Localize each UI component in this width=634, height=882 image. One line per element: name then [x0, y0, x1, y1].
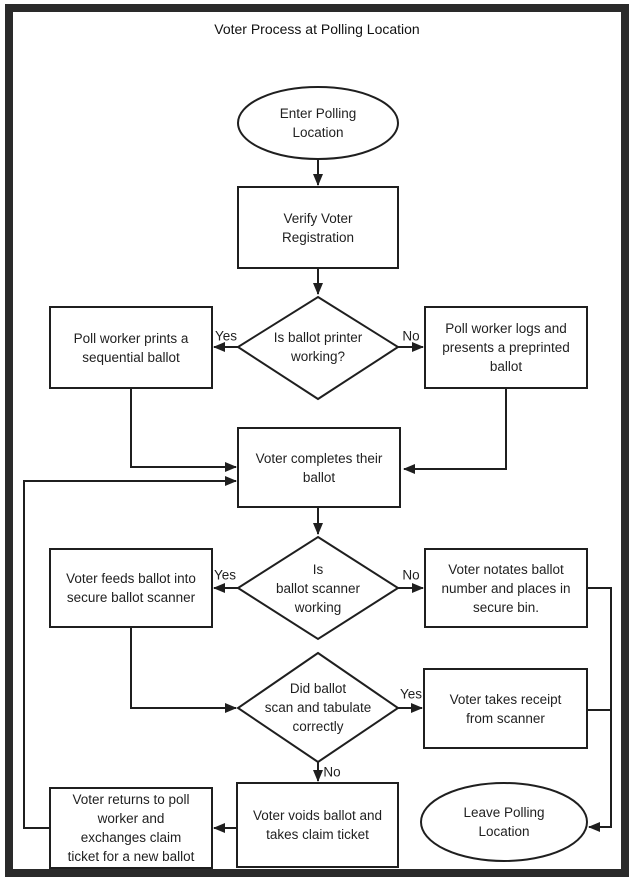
edge-label-printer-yes: Yes: [214, 328, 238, 344]
edge-label-scanner-no: No: [402, 567, 420, 583]
node-scan-correct-label: Did ballot scan and tabulate correctly: [264, 681, 372, 734]
edge-preprinted-complete: [403, 388, 507, 474]
node-return-poll-worker-label: Voter returns to poll worker and exchang…: [67, 792, 195, 864]
void-ballot-shape: [236, 782, 399, 868]
preprinted-ballot-shape: [424, 306, 588, 389]
feed-scanner-shape: [49, 548, 213, 628]
node-complete-ballot-label: Voter completes their ballot: [255, 450, 383, 485]
edge-notate-end: [587, 587, 612, 832]
verify-registration-shape: [237, 186, 399, 269]
node-scanner-working-label: Is ballot scanner working: [275, 561, 361, 615]
node-verify-registration-label: Verify Voter Registration: [281, 210, 355, 245]
node-take-receipt-label: Voter takes receipt from scanner: [449, 691, 562, 726]
node-print-sequential-label: Poll worker prints a sequential ballot: [73, 330, 189, 365]
end-terminator-shape: [420, 782, 588, 862]
node-notate-ballot-label: Voter notates ballot number and places i…: [441, 561, 571, 615]
node-printer-working-label: Is ballot printer working?: [273, 330, 363, 364]
diagram-title: Voter Process at Polling Location: [214, 21, 420, 37]
node-preprinted-ballot-label: Poll worker logs and presents a preprint…: [442, 321, 570, 374]
complete-ballot-shape: [237, 427, 401, 508]
edge-label-tabulate-no: No: [323, 764, 341, 780]
node-void-ballot-label: Voter voids ballot and takes claim ticke…: [252, 808, 383, 842]
printer-working-decision-shape: [236, 295, 400, 401]
node-feed-scanner-label: Voter feeds ballot into secure ballot sc…: [66, 571, 196, 605]
edge-sequential-complete: [130, 388, 237, 472]
node-end-label: Leave Polling Location: [463, 805, 545, 839]
edge-feed-tabulateq: [130, 627, 237, 713]
start-terminator-shape: [237, 86, 399, 160]
notate-ballot-shape: [424, 548, 588, 628]
edge-label-tabulate-yes: Yes: [399, 686, 423, 702]
return-poll-worker-shape: [49, 787, 213, 869]
node-start-label: Enter Polling Location: [279, 106, 357, 140]
connectors: [23, 159, 612, 833]
edge-label-printer-no: No: [402, 328, 420, 344]
edge-label-scanner-yes: Yes: [213, 567, 237, 583]
edge-returns-complete-loop: [23, 476, 237, 829]
scanner-working-decision-shape: [236, 535, 400, 641]
scan-correct-decision-shape: [236, 651, 400, 764]
print-sequential-shape: [49, 306, 213, 389]
take-receipt-shape: [423, 668, 588, 749]
